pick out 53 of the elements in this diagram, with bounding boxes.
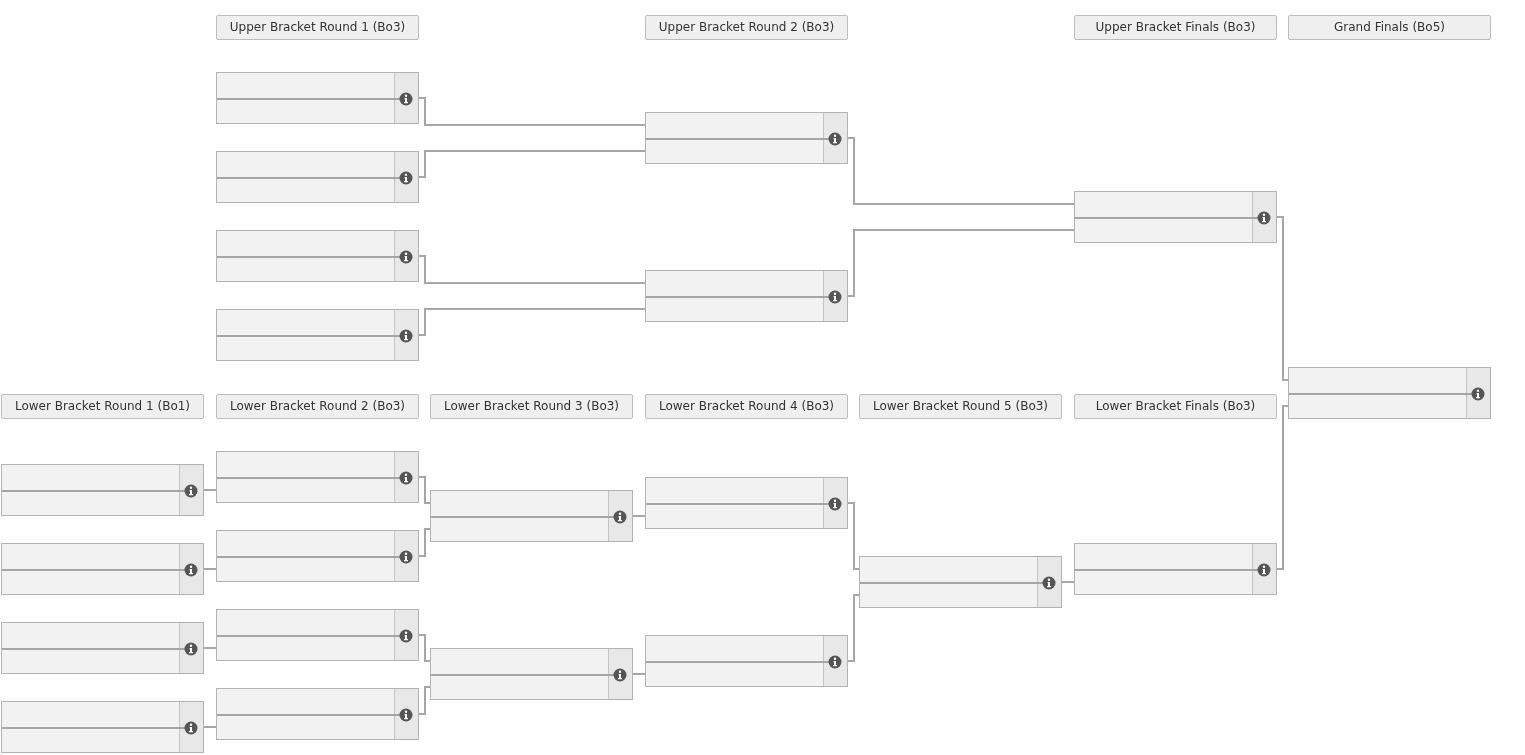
column-header: Grand Finals (Bo5) — [1288, 15, 1491, 40]
bracket-connector — [1276, 216, 1289, 381]
match-box — [1288, 367, 1491, 419]
bracket-connector — [203, 568, 217, 570]
match-box — [1, 622, 204, 674]
match-box — [859, 556, 1062, 608]
bracket-connector — [847, 229, 1075, 297]
bracket-connector — [418, 150, 646, 178]
match-box — [216, 530, 419, 582]
match-box — [430, 648, 633, 700]
column-header: Lower Bracket Finals (Bo3) — [1074, 394, 1277, 419]
bracket-connector — [418, 528, 431, 557]
match-box — [216, 72, 419, 124]
bracket-connector — [847, 137, 1075, 205]
bracket-connector — [632, 673, 646, 675]
bracket-connector — [418, 634, 431, 662]
match-box — [1, 543, 204, 595]
column-header: Upper Bracket Round 2 (Bo3) — [645, 15, 848, 40]
column-header: Lower Bracket Round 2 (Bo3) — [216, 394, 419, 419]
bracket-connector — [203, 647, 217, 649]
match-box — [216, 688, 419, 740]
match-box — [216, 151, 419, 203]
column-header: Lower Bracket Round 4 (Bo3) — [645, 394, 848, 419]
match-box — [1, 464, 204, 516]
column-header: Upper Bracket Finals (Bo3) — [1074, 15, 1277, 40]
bracket-connector — [418, 97, 646, 126]
column-header: Lower Bracket Round 1 (Bo1) — [1, 394, 204, 419]
match-box — [645, 270, 848, 322]
bracket-connector — [203, 726, 217, 728]
bracket-connector — [847, 594, 860, 662]
match-box — [645, 635, 848, 687]
match-box — [1074, 191, 1277, 243]
match-box — [216, 609, 419, 661]
bracket-connector — [1276, 405, 1289, 570]
match-box — [645, 112, 848, 164]
match-box — [1074, 543, 1277, 595]
match-box — [1, 701, 204, 753]
bracket-connector — [418, 686, 431, 715]
match-box — [645, 477, 848, 529]
match-box — [216, 309, 419, 361]
match-box — [216, 230, 419, 282]
column-header: Lower Bracket Round 5 (Bo3) — [859, 394, 1062, 419]
bracket-connector — [632, 515, 646, 517]
bracket-connector — [203, 489, 217, 491]
column-header: Lower Bracket Round 3 (Bo3) — [430, 394, 633, 419]
bracket-connector — [1061, 581, 1075, 583]
bracket-connector — [418, 308, 646, 336]
match-box — [430, 490, 633, 542]
bracket-connector — [418, 476, 431, 504]
bracket-connector — [847, 502, 860, 570]
bracket-connector — [418, 255, 646, 284]
column-header: Upper Bracket Round 1 (Bo3) — [216, 15, 419, 40]
match-box — [216, 451, 419, 503]
